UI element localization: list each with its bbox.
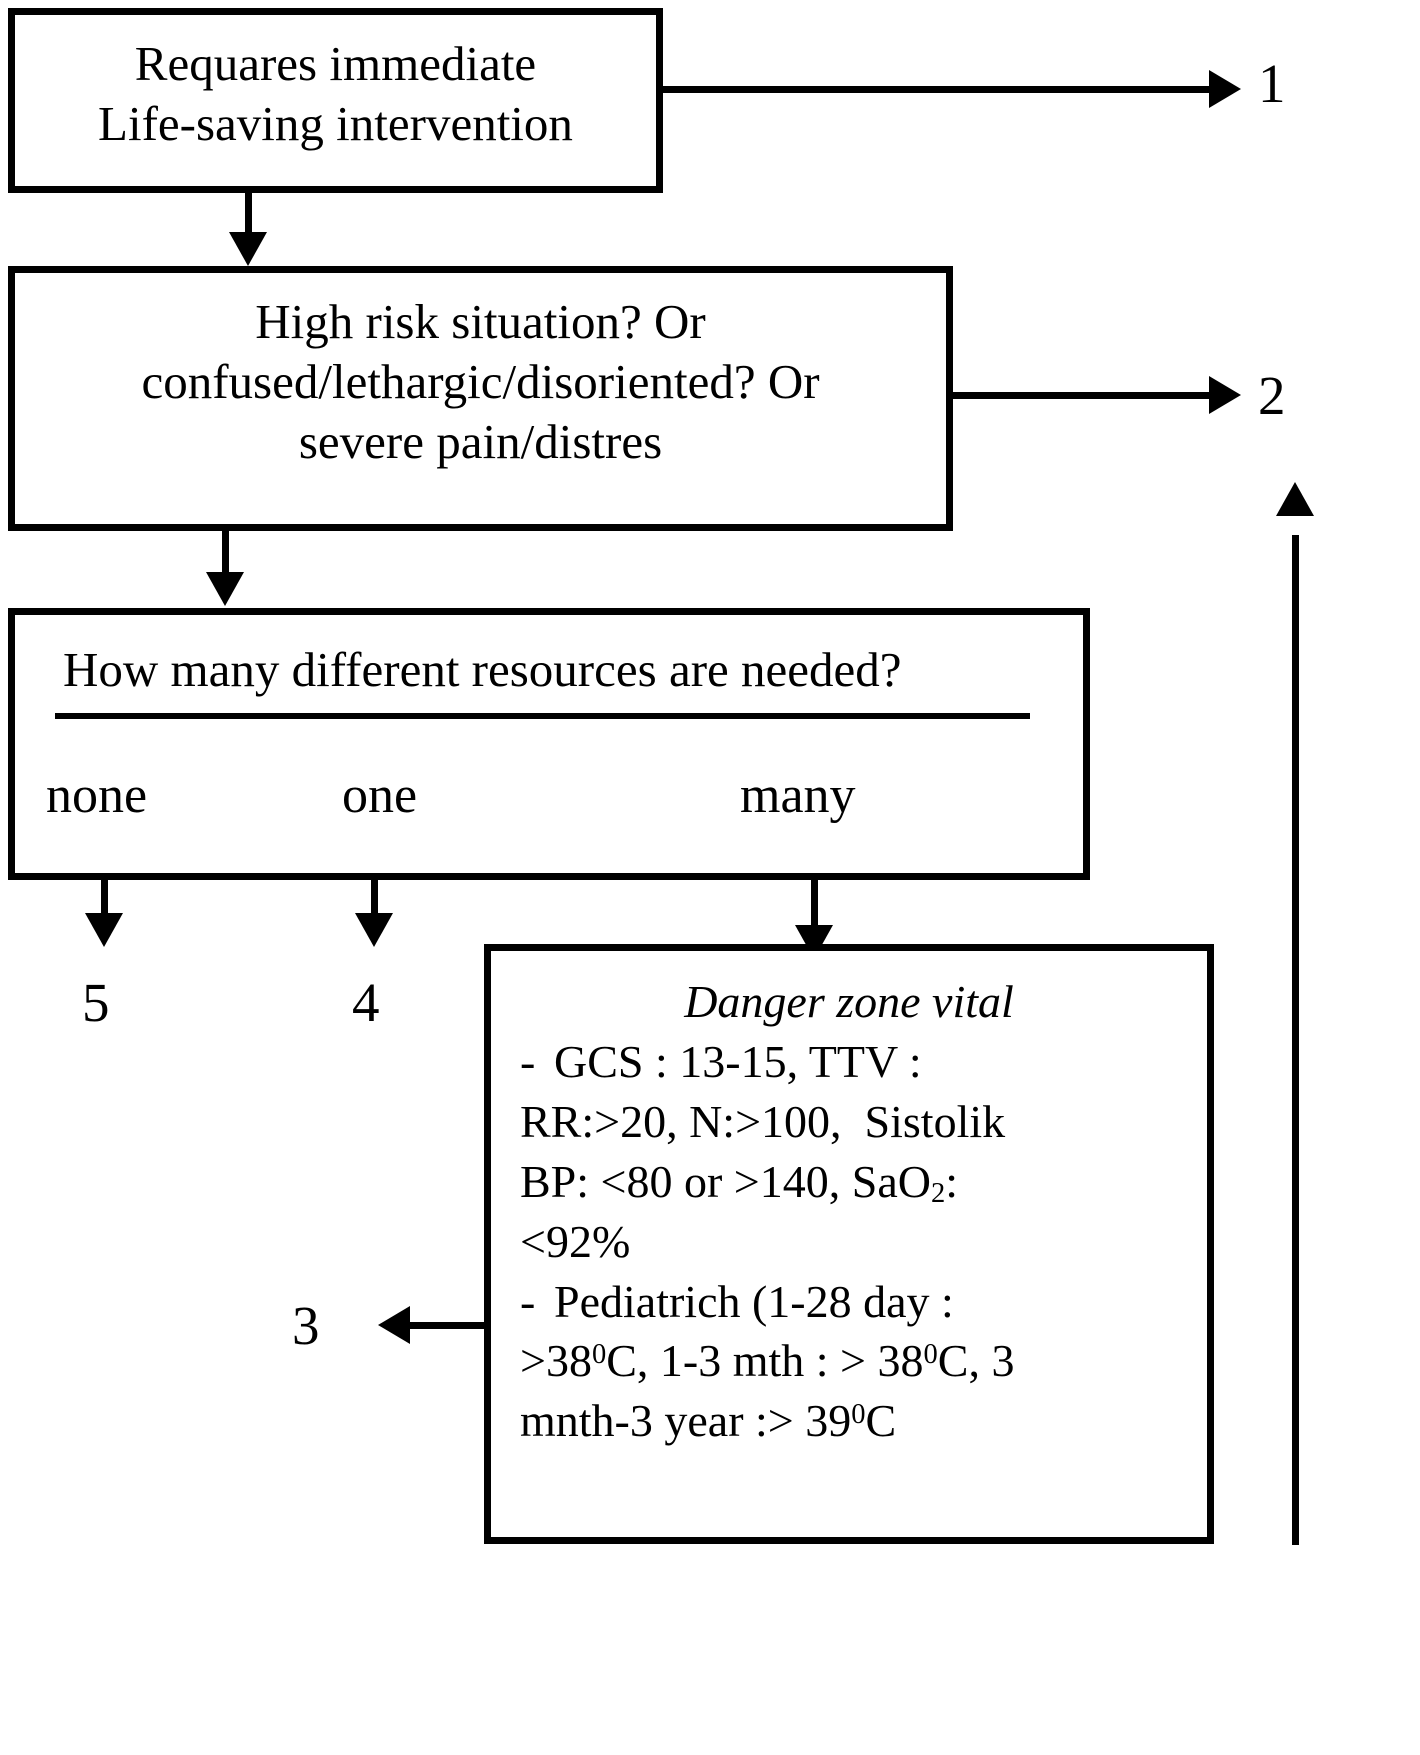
danger-zone-title: Danger zone vital (684, 976, 1014, 1027)
edge-box4-to-level2-arrowhead (1276, 482, 1314, 516)
outcome-level-4: 4 (352, 972, 380, 1033)
criteria-line-gcs: -GCS : 13-15, TTV : (520, 1032, 1210, 1092)
edge-box4-to-level2-line (1292, 535, 1299, 1545)
outcome-level-5: 5 (82, 972, 110, 1033)
option-one[interactable]: one (342, 767, 418, 824)
edge-box2-to-level2-line (953, 392, 1213, 399)
node-life-saving-intervention-label: Requares immediate Life-saving intervent… (98, 36, 573, 151)
criteria-line-temp-1: >380C, 1-3 mth : > 380C, 3 (520, 1335, 1015, 1387)
edge-box2-to-level2-arrowhead (1209, 376, 1241, 414)
edge-box1-to-level1-arrowhead (1209, 70, 1241, 108)
criteria-line-rr: RR:>20, N:>100, Sistolik (520, 1095, 1006, 1147)
node-life-saving-intervention[interactable] (8, 8, 663, 193)
criteria-line-sao2: <92% (520, 1215, 631, 1267)
bullet-dash-icon-2: - (520, 1275, 536, 1327)
edge-box1-to-level1-line (663, 86, 1213, 93)
node-high-risk-situation[interactable] (8, 266, 953, 531)
criteria-line-pediatrich: -Pediatrich (1-28 day : (520, 1272, 1210, 1332)
edge-box2-to-box3-arrowhead (206, 572, 244, 606)
outcome-level-3: 3 (292, 1295, 320, 1356)
outcome-level-2: 2 (1258, 365, 1286, 426)
edge-one-to-level4-line (371, 880, 378, 922)
node-resource-count-question[interactable] (8, 608, 1090, 880)
option-many[interactable]: many (740, 767, 856, 824)
edge-box4-to-level3-arrowhead (378, 1306, 410, 1344)
outcome-level-1: 1 (1258, 53, 1286, 114)
edge-box1-to-box2-arrowhead (229, 232, 267, 266)
option-none[interactable]: none (46, 767, 148, 824)
node-resource-count-question-label: How many different resources are needed? (63, 642, 902, 697)
node-danger-zone-vital[interactable] (484, 944, 1214, 1544)
bullet-dash-icon: - (520, 1036, 536, 1087)
edge-box1-to-box2-line (245, 193, 252, 241)
resource-question-divider (55, 713, 1030, 719)
node-high-risk-situation-label: High risk situation? Or confused/letharg… (141, 294, 820, 469)
criteria-line-bp: BP: <80 or >140, SaO2: (520, 1155, 959, 1209)
edge-box4-to-level3-line (410, 1322, 490, 1329)
edge-box2-to-box3-line (222, 531, 229, 581)
edge-one-to-level4-arrowhead (355, 913, 393, 947)
edge-many-to-box4-line (811, 880, 818, 932)
edge-none-to-level5-arrowhead (85, 913, 123, 947)
criteria-line-temp-2: mnth-3 year :> 390C (520, 1395, 897, 1447)
edge-none-to-level5-line (101, 880, 108, 922)
danger-zone-criteria: -GCS : 13-15, TTV : RR:>20, N:>100, Sist… (520, 1032, 1210, 1451)
